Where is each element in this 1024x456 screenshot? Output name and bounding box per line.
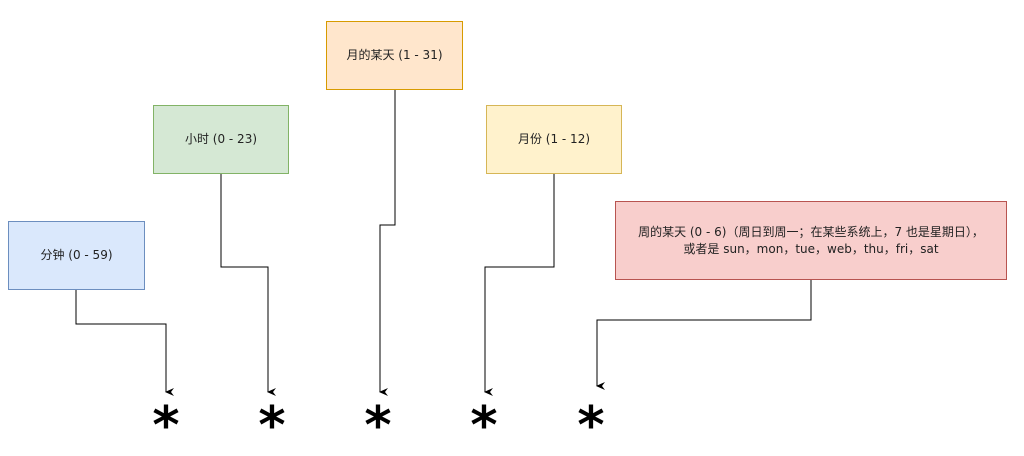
month-label: 月份 (1 - 12) [517,132,591,146]
hour-label: 小时 (0 - 23) [184,132,258,146]
day-of-month-label: 月的某天 (1 - 31) [346,48,443,62]
day-of-week-label-line2: 或者是 sun，mon，tue，web，thu，fri，sat [683,241,939,256]
minute-field-asterisk: * [152,396,180,456]
day-of-week-label: 周的某天 (0 - 6)（周日到周一；在某些系统上，7 也是星期日）， 或者是 … [638,224,984,258]
minute-connector [75,290,174,396]
day-of-month-field-asterisk: * [364,396,392,456]
day-of-month-box: 月的某天 (1 - 31) [326,21,463,90]
day-of-week-box: 周的某天 (0 - 6)（周日到周一；在某些系统上，7 也是星期日）， 或者是 … [615,201,1007,280]
minute-box: 分钟 (0 - 59) [8,221,145,290]
month-box: 月份 (1 - 12) [486,105,622,174]
day-of-week-connector [596,280,812,390]
hour-connector [220,174,276,396]
month-field-asterisk: * [470,396,498,456]
day-of-month-connector [379,90,396,396]
month-connector [484,174,555,396]
hour-field-asterisk: * [258,396,286,456]
hour-box: 小时 (0 - 23) [153,105,289,174]
day-of-week-field-asterisk: * [577,396,605,456]
minute-label: 分钟 (0 - 59) [40,248,113,262]
day-of-week-label-line1: 周的某天 (0 - 6)（周日到周一；在某些系统上，7 也是星期日）， [638,224,984,239]
